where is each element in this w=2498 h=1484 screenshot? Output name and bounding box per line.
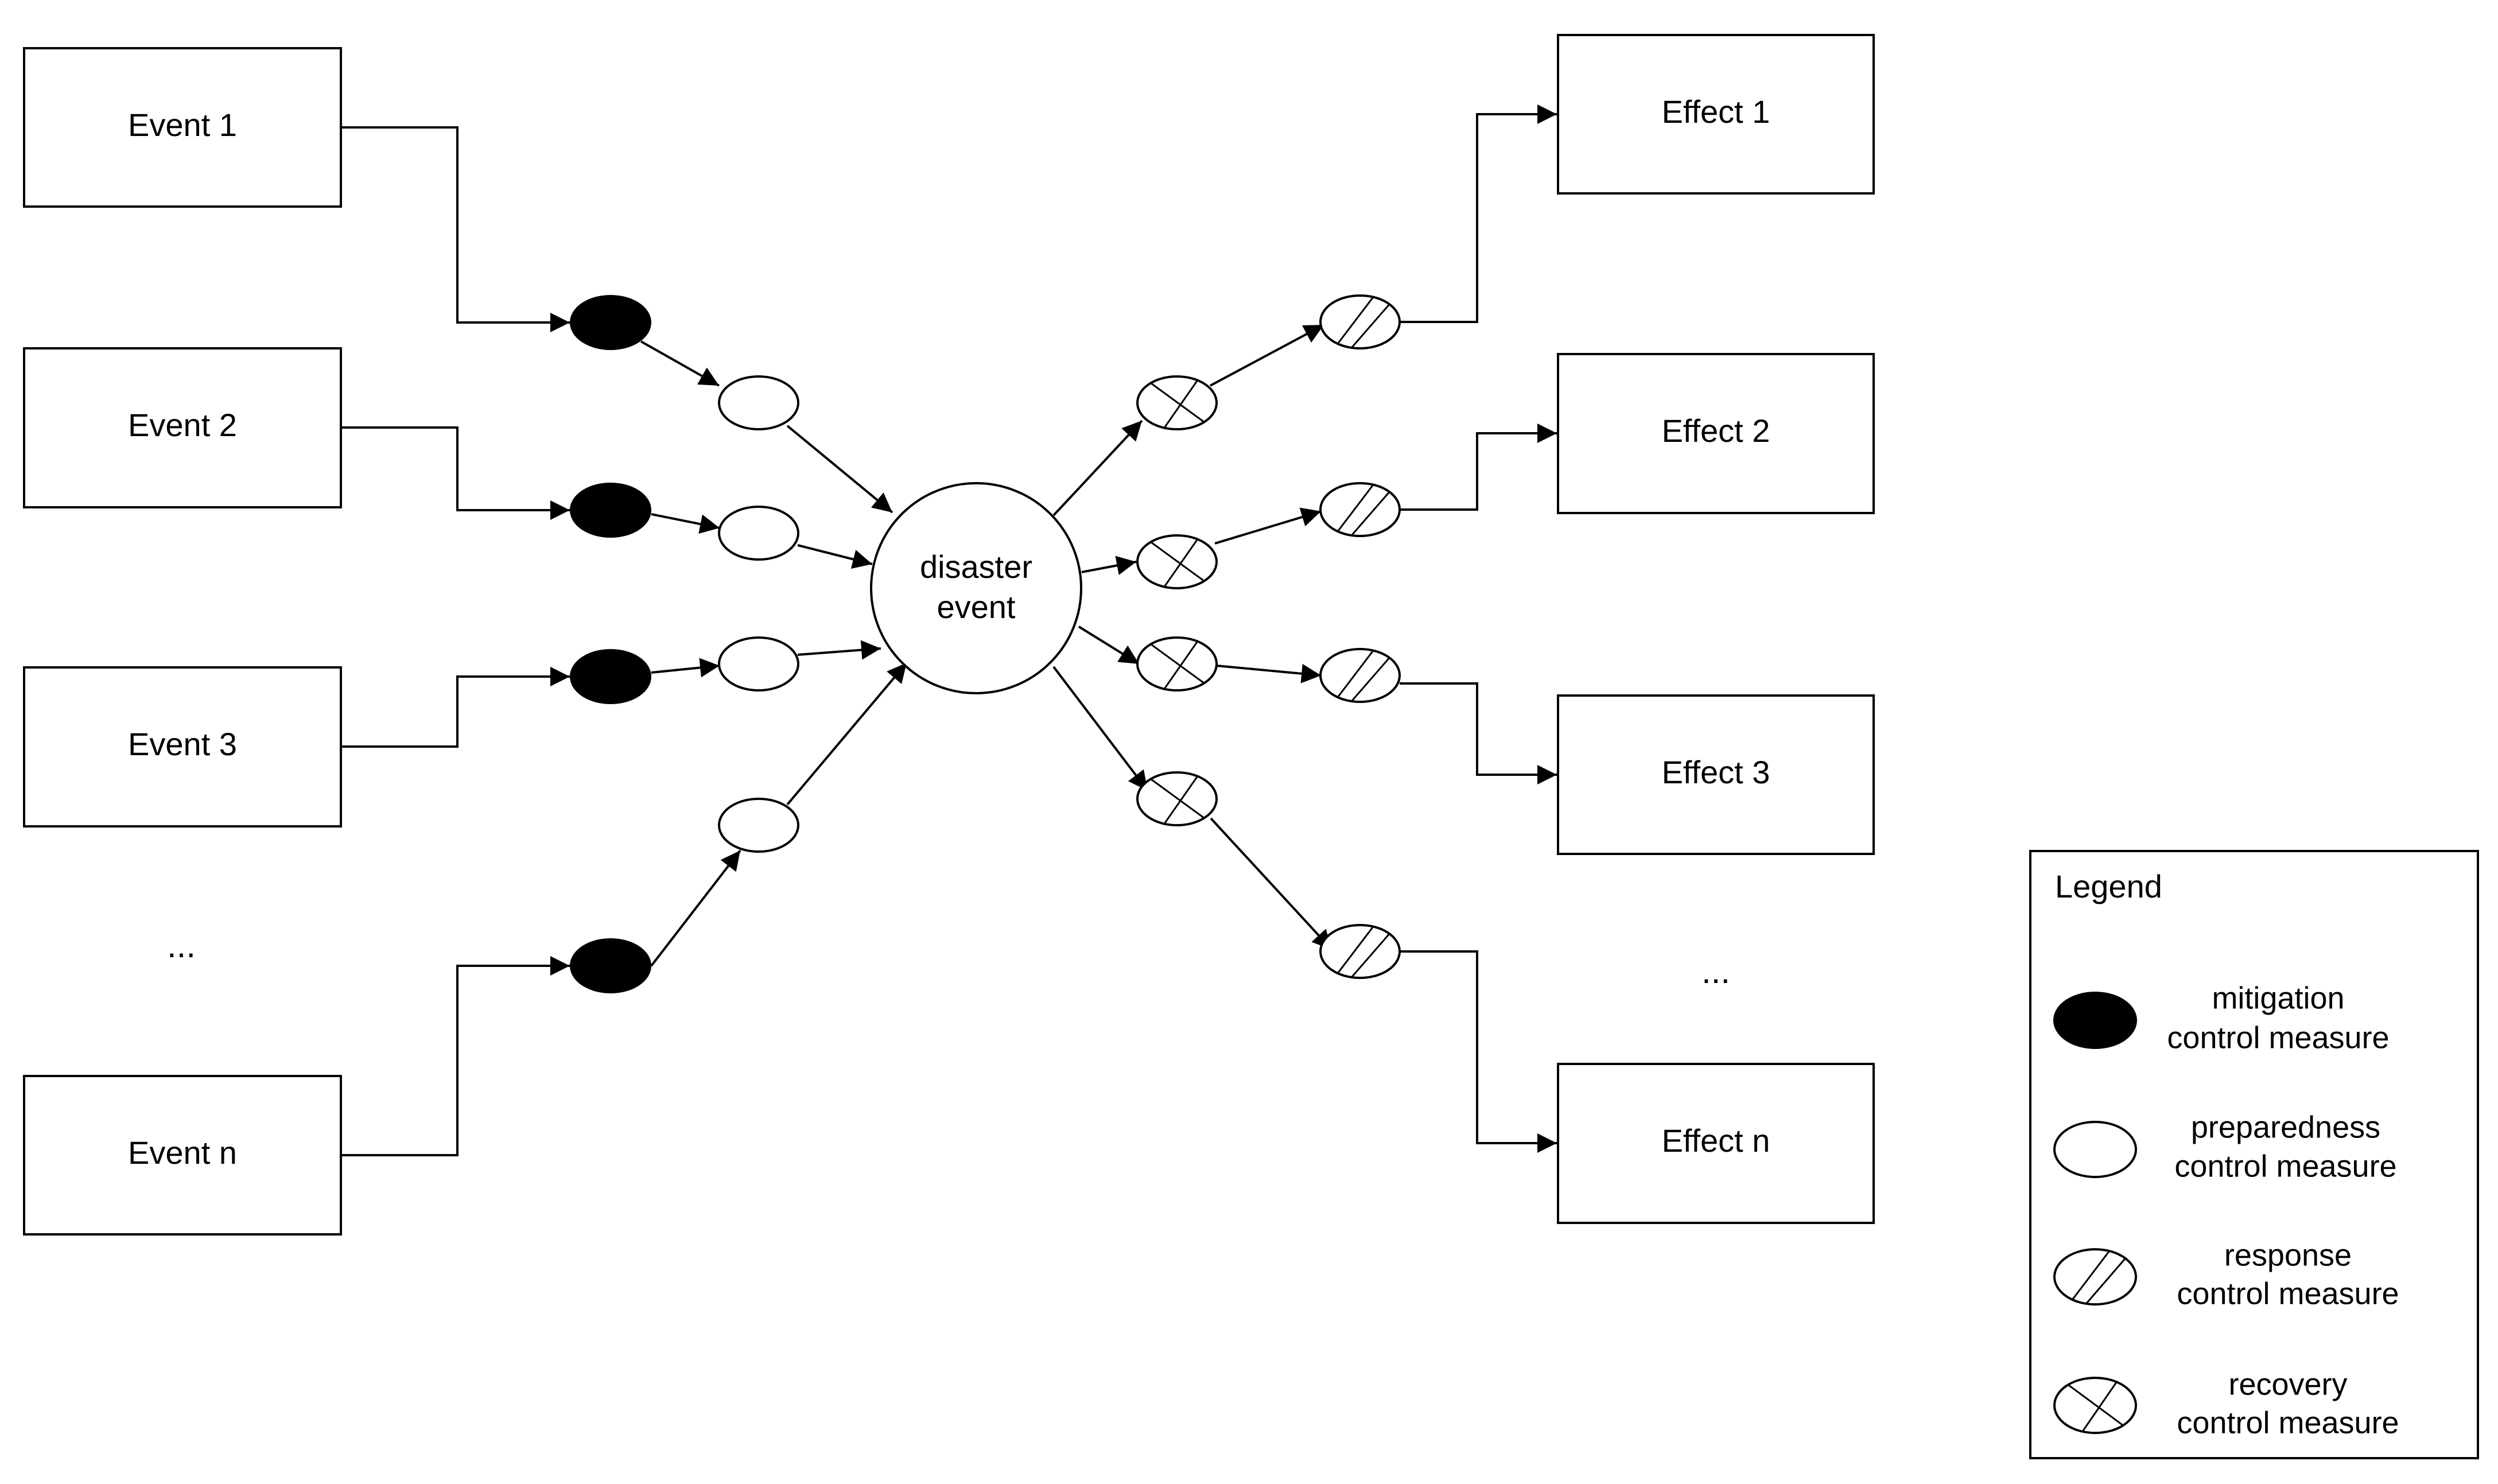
filled-black-ellipse-icon: [2053, 992, 2137, 1049]
effect-label-1: Effect 1: [1662, 94, 1770, 130]
response-node-2: [1319, 482, 1401, 537]
effect-box-1: Effect 1: [1557, 34, 1875, 195]
legend-label-preparedness-line2: control measure: [2174, 1149, 2396, 1183]
edge-preparedness3-hub: [797, 640, 881, 660]
legend-label-mitigation-line2: control measure: [2167, 1020, 2389, 1055]
preparedness-node-1: [718, 375, 799, 430]
mitigation-nodes: [570, 295, 651, 993]
effect-label-2: Effect 2: [1662, 413, 1770, 449]
legend-item-preparedness: preparedness control measure: [2053, 1110, 2397, 1183]
edge-mitigation1-preparedness1: [640, 340, 720, 387]
response-node-3: [1319, 648, 1401, 703]
recovery-node-1: [1136, 375, 1218, 430]
legend-label-recovery-line2: control measure: [2177, 1405, 2399, 1440]
effect-box-2: Effect 2: [1557, 353, 1875, 514]
empty-white-ellipse-icon: [2053, 1121, 2137, 1178]
event-label-2: Event 2: [128, 407, 237, 443]
legend-label-recovery-line1: recovery: [2228, 1367, 2347, 1401]
event-label-3: Event 3: [128, 726, 237, 762]
right-connectors: [1052, 104, 1557, 1153]
response-nodes: [1319, 294, 1401, 979]
edge-eventn-mitigation: [341, 956, 570, 1156]
edge-response3-effect3: [1400, 682, 1557, 784]
preparedness-node-4: [718, 798, 799, 853]
edge-recovery1-response1: [1210, 324, 1324, 387]
legend: Legend mitigation control measure prepar…: [2029, 850, 2479, 1459]
response-node-4: [1319, 924, 1401, 979]
event-box-n: Event n: [23, 1075, 342, 1236]
edge-mitigation2-preparedness2: [651, 513, 720, 534]
recovery-node-4: [1136, 771, 1218, 826]
disaster-event-node: disaster event: [870, 482, 1082, 694]
left-connectors: [341, 126, 908, 1156]
legend-label-response-line1: response: [2224, 1238, 2352, 1272]
mitigation-node-1: [570, 295, 651, 350]
legend-title: Legend: [2055, 868, 2162, 904]
recovery-node-2: [1136, 534, 1218, 589]
legend-item-mitigation: mitigation control measure: [2053, 981, 2390, 1055]
edge-hub-recovery2: [1081, 555, 1137, 576]
legend-item-response: response control measure: [2053, 1238, 2399, 1311]
hub-label-line2: event: [937, 589, 1016, 625]
edge-recovery3-response3: [1216, 663, 1322, 683]
response-node-1: [1319, 294, 1401, 349]
preparedness-node-2: [718, 506, 799, 561]
effect-box-n: Effect n: [1557, 1063, 1875, 1224]
event-box-2: Event 2: [23, 347, 342, 508]
effect-label-n: Effect n: [1662, 1122, 1770, 1159]
legend-label-preparedness-line1: preparedness: [2191, 1110, 2380, 1144]
recovery-nodes: [1136, 375, 1218, 826]
edge-response2-effect2: [1400, 424, 1557, 511]
effects-ellipsis: ...: [1701, 952, 1730, 990]
edge-event2-mitigation: [341, 426, 570, 520]
event-box-1: Event 1: [23, 47, 342, 208]
edge-mitigation3-preparedness3: [651, 658, 720, 678]
cross-hatch-ellipse-icon: [2053, 1377, 2137, 1434]
edge-preparedness1-hub: [786, 425, 893, 514]
legend-label-response-line2: control measure: [2177, 1276, 2399, 1311]
edge-event1-mitigation: [341, 126, 570, 332]
preparedness-node-3: [718, 636, 799, 692]
edge-hub-recovery4: [1052, 666, 1149, 792]
events-ellipsis: ...: [167, 926, 196, 965]
hub-label-line1: disaster: [920, 549, 1032, 585]
edge-preparedness4-hub: [786, 662, 908, 806]
preparedness-nodes: [718, 375, 799, 853]
effect-box-3: Effect 3: [1557, 694, 1875, 855]
edge-hub-recovery1: [1052, 419, 1143, 516]
edge-preparedness2-hub: [797, 544, 873, 569]
mitigation-node-2: [570, 483, 651, 538]
edge-response1-effect1: [1400, 104, 1557, 323]
event-box-3: Event 3: [23, 666, 342, 828]
single-hatch-ellipse-icon: [2053, 1248, 2137, 1306]
edge-response4-effectn: [1400, 950, 1557, 1153]
edge-mitigationn-preparedness4: [650, 849, 741, 967]
effect-label-3: Effect 3: [1662, 754, 1770, 790]
event-label-1: Event 1: [128, 107, 237, 143]
legend-item-recovery: recovery control measure: [2053, 1367, 2399, 1440]
mitigation-node-3: [570, 649, 651, 704]
event-label-n: Event n: [128, 1135, 237, 1171]
legend-label-mitigation-line1: mitigation: [2212, 981, 2344, 1015]
edge-event3-mitigation: [341, 667, 570, 748]
recovery-node-3: [1136, 636, 1218, 692]
edge-recovery4-response4: [1210, 817, 1333, 951]
edge-hub-recovery3: [1078, 626, 1140, 665]
edge-recovery2-response2: [1214, 507, 1322, 545]
mitigation-node-n: [570, 938, 651, 993]
